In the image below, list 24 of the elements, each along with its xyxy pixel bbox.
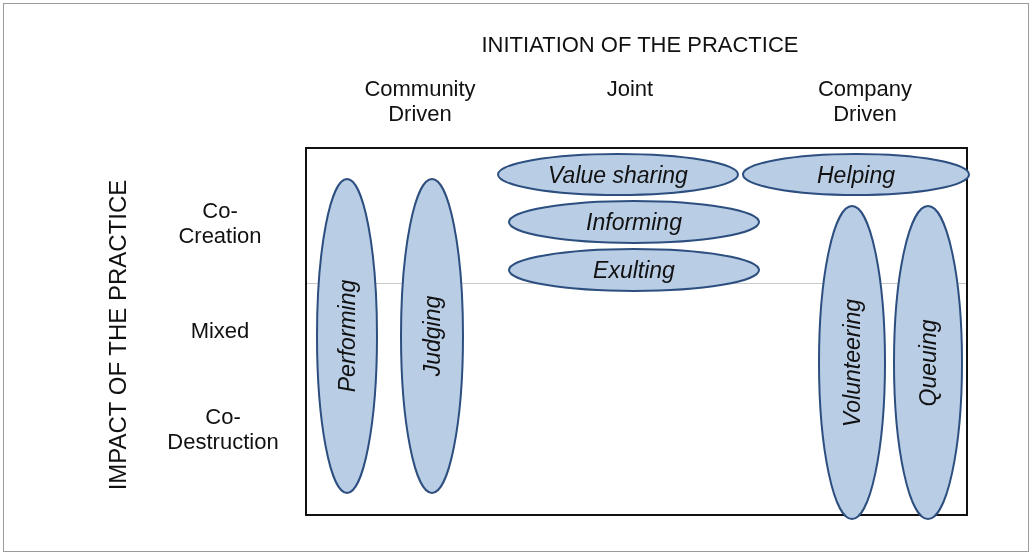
practice-label: Informing: [586, 208, 682, 236]
practice-label: Volunteering: [838, 298, 866, 427]
axis-title: IMPACT OF THE PRACTICE: [104, 179, 132, 491]
practice-ellipse: [742, 153, 970, 196]
practice-ellipse: [818, 205, 886, 520]
practice-ellipse: [508, 248, 760, 292]
row-label: Mixed: [189, 318, 251, 344]
practice-ellipse: [400, 178, 464, 494]
practice-ellipse: [497, 153, 739, 196]
practice-label: Performing: [333, 279, 361, 393]
column-label: Company Driven: [816, 76, 914, 127]
practice-label: Helping: [817, 161, 895, 188]
practice-label: Queuing: [914, 319, 942, 406]
practice-ellipse: [893, 205, 963, 520]
practice-ellipse: [508, 200, 760, 244]
axis-title: INITIATION OF THE PRACTICE: [480, 32, 800, 58]
row-label: Co- Creation: [177, 198, 263, 249]
practice-label: Judging: [418, 295, 446, 377]
column-label: Community Driven: [363, 76, 477, 127]
column-label: Joint: [605, 76, 655, 102]
practice-ellipse: [316, 178, 378, 494]
practice-label: Value sharing: [548, 161, 688, 188]
practice-label: Exulting: [593, 256, 675, 284]
row-label: Co- Destruction: [166, 404, 280, 455]
